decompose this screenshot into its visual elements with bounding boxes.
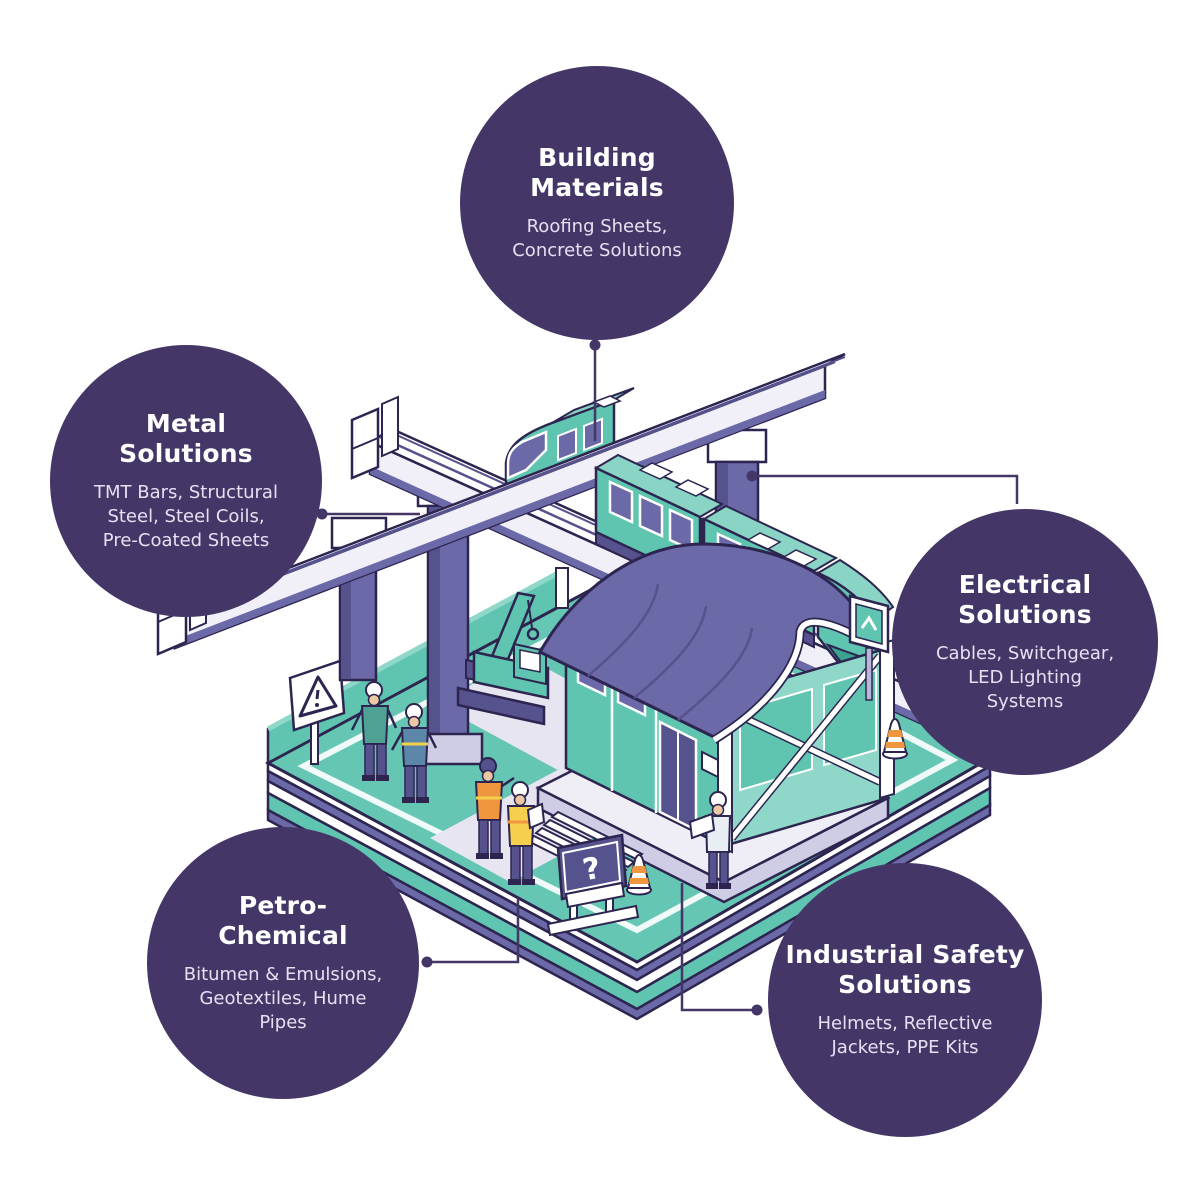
node-building-materials: Building Materials Roofing Sheets, Concr…: [460, 66, 734, 340]
node-industrial-safety-solutions: Industrial Safety Solutions Helmets, Ref…: [768, 863, 1042, 1137]
node-subtitle: Roofing Sheets, Concrete Solutions: [512, 215, 682, 261]
worker-inspectors: [350, 681, 438, 803]
warning-sign: [288, 659, 346, 765]
connector-dots: [316, 339, 763, 1016]
node-title: Electrical Solutions: [958, 569, 1092, 630]
connector-electrical-solutions: [757, 474, 1019, 504]
node-subtitle: Helmets, Reflective Jackets, PPE Kits: [817, 1012, 993, 1058]
node-title: Metal Solutions: [119, 408, 253, 469]
node-title: Petro- Chemical: [218, 890, 348, 951]
node-subtitle: Bitumen & Emulsions, Geotextiles, Hume P…: [183, 963, 383, 1034]
worker-supervisor: [688, 791, 732, 889]
question-sign: ?: [546, 833, 640, 937]
node-title: Industrial Safety Solutions: [785, 939, 1025, 1000]
node-subtitle: Cables, Switchgear, LED Lighting Systems: [935, 642, 1115, 713]
node-title: Building Materials: [530, 142, 664, 203]
node-metal-solutions: Metal Solutions TMT Bars, Structural Ste…: [50, 345, 322, 617]
node-petro-chemical: Petro- Chemical Bitumen & Emulsions, Geo…: [147, 827, 419, 1099]
traffic-cone-right: [882, 717, 908, 760]
worker-vest-pair: [474, 757, 546, 885]
route-sign: [848, 594, 890, 701]
node-electrical-solutions: Electrical Solutions Cables, Switchgear,…: [892, 509, 1158, 775]
connector-industrial-safety: [680, 883, 752, 1012]
node-subtitle: TMT Bars, Structural Steel, Steel Coils,…: [94, 481, 278, 552]
question-sign-label: ?: [580, 851, 604, 889]
connectors: [327, 349, 1019, 1012]
platform-base: [266, 755, 992, 1021]
traffic-cone-center: [626, 853, 652, 896]
guideway-b: [156, 352, 846, 656]
connector-petro-chemical: [432, 898, 520, 964]
crawler-crane: [456, 591, 550, 726]
